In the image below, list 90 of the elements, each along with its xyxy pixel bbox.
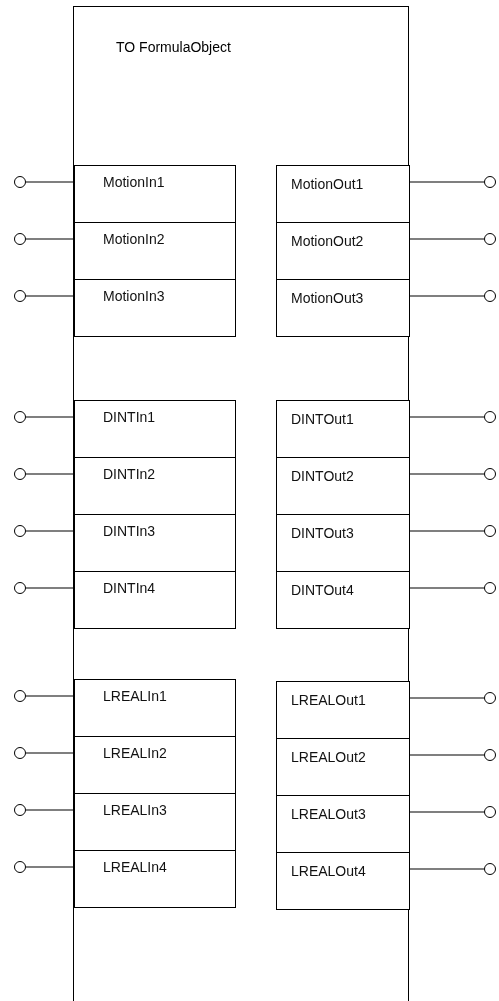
pin-wire — [408, 754, 485, 756]
pin-wire — [25, 752, 74, 754]
pin-wire — [408, 587, 485, 589]
connector-pin — [14, 690, 26, 702]
connector-pin — [14, 411, 26, 423]
port-label: DINTIn2 — [103, 466, 156, 482]
port-label: DINTOut3 — [291, 525, 354, 541]
port-box — [276, 222, 410, 280]
port-box — [74, 793, 236, 851]
port-box — [276, 571, 410, 629]
port-box — [74, 457, 236, 515]
port-box — [276, 400, 410, 458]
port-label: MotionOut3 — [291, 290, 364, 306]
port-label: MotionIn1 — [103, 174, 165, 190]
connector-pin — [14, 290, 26, 302]
port-box — [74, 165, 236, 223]
pin-wire — [25, 587, 74, 589]
pin-wire — [408, 181, 485, 183]
pin-wire — [408, 868, 485, 870]
port-box — [276, 165, 410, 223]
pin-wire — [25, 416, 74, 418]
port-box — [276, 279, 410, 337]
pin-wire — [408, 811, 485, 813]
port-box — [74, 222, 236, 280]
port-label: DINTIn3 — [103, 523, 156, 539]
port-label: LREALOut2 — [291, 749, 366, 765]
connector-pin — [14, 233, 26, 245]
connector-pin — [14, 176, 26, 188]
pin-wire — [25, 295, 74, 297]
function-block — [73, 6, 409, 1001]
connector-pin — [484, 582, 496, 594]
pin-wire — [25, 530, 74, 532]
connector-pin — [484, 290, 496, 302]
port-box — [276, 795, 410, 853]
block-title: TO FormulaObject — [116, 39, 231, 55]
port-box — [276, 681, 410, 739]
connector-pin — [484, 468, 496, 480]
connector-pin — [484, 806, 496, 818]
port-box — [276, 514, 410, 572]
connector-pin — [484, 525, 496, 537]
port-label: MotionIn2 — [103, 231, 165, 247]
port-label: DINTOut1 — [291, 411, 354, 427]
port-label: LREALIn4 — [103, 859, 167, 875]
connector-pin — [14, 468, 26, 480]
port-box — [74, 279, 236, 337]
pin-wire — [25, 238, 74, 240]
port-box — [74, 571, 236, 629]
pin-wire — [408, 295, 485, 297]
port-label: MotionIn3 — [103, 288, 165, 304]
connector-pin — [14, 804, 26, 816]
port-label: DINTOut4 — [291, 582, 354, 598]
connector-pin — [484, 233, 496, 245]
port-label: DINTIn1 — [103, 409, 156, 425]
port-label: LREALIn3 — [103, 802, 167, 818]
port-label: LREALOut1 — [291, 692, 366, 708]
pin-wire — [25, 473, 74, 475]
pin-wire — [408, 697, 485, 699]
port-label: LREALIn2 — [103, 745, 167, 761]
port-box — [276, 852, 410, 910]
port-label: LREALOut3 — [291, 806, 366, 822]
port-box — [276, 457, 410, 515]
port-box — [74, 400, 236, 458]
port-box — [74, 679, 236, 737]
pin-wire — [25, 866, 74, 868]
pin-wire — [408, 530, 485, 532]
port-box — [74, 736, 236, 794]
port-label: DINTOut2 — [291, 468, 354, 484]
connector-pin — [14, 525, 26, 537]
port-label: LREALOut4 — [291, 863, 366, 879]
connector-pin — [484, 692, 496, 704]
port-box — [74, 850, 236, 908]
pin-wire — [25, 181, 74, 183]
pin-wire — [25, 695, 74, 697]
port-label: MotionOut1 — [291, 176, 364, 192]
connector-pin — [484, 411, 496, 423]
pin-wire — [408, 238, 485, 240]
port-box — [74, 514, 236, 572]
connector-pin — [14, 861, 26, 873]
pin-wire — [408, 473, 485, 475]
connector-pin — [14, 747, 26, 759]
connector-pin — [14, 582, 26, 594]
port-box — [276, 738, 410, 796]
port-label: MotionOut2 — [291, 233, 364, 249]
port-label: LREALIn1 — [103, 688, 167, 704]
connector-pin — [484, 863, 496, 875]
pin-wire — [25, 809, 74, 811]
port-label: DINTIn4 — [103, 580, 156, 596]
connector-pin — [484, 749, 496, 761]
connector-pin — [484, 176, 496, 188]
pin-wire — [408, 416, 485, 418]
